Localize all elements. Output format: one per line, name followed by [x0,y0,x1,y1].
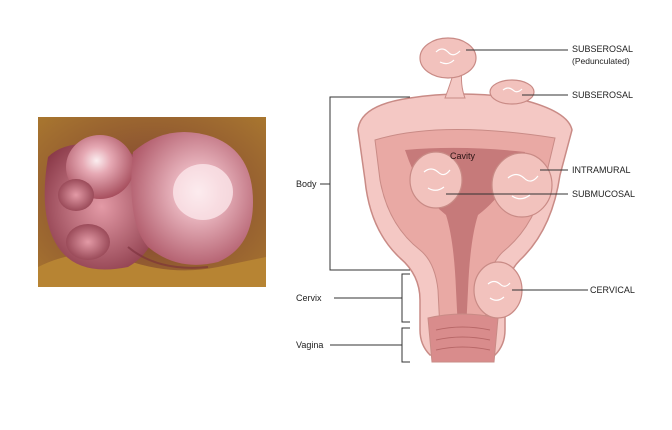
label-cavity: Cavity [450,151,476,161]
label-cervix: Cervix [296,293,322,303]
label-cervical: CERVICAL [590,285,635,295]
label-pedunculated-note: (Pedunculated) [572,56,630,66]
label-body: Body [296,179,317,189]
label-intramural: INTRAMURAL [572,165,631,175]
surgical-photo [38,117,266,287]
fibroid-subserosal-pedunculated [419,37,477,79]
label-submucosal: SUBMUCOSAL [572,189,636,199]
fibroid-subserosal [489,79,535,105]
leader-lines [446,49,588,291]
vagina [427,313,499,363]
label-vagina: Vagina [296,340,324,350]
region-brackets [320,96,410,363]
fibroid-photo-image [38,117,266,287]
label-subserosal: SUBSEROSAL [572,90,634,100]
label-subserosal-pedunculated: SUBSEROSAL [572,44,634,54]
fibroid-intramural [491,152,553,218]
